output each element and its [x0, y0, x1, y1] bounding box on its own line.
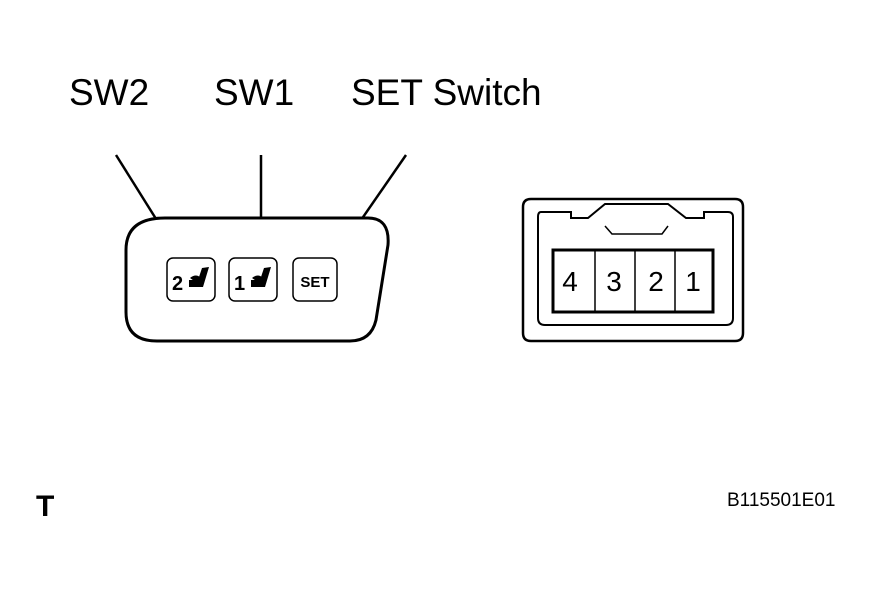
corner-mark: T	[36, 490, 55, 523]
connector-pin-2: 2	[648, 266, 664, 297]
connector-pin-4: 4	[562, 266, 578, 297]
connector: 4 3 2 1	[521, 197, 745, 343]
reference-code: B115501E01	[727, 490, 836, 511]
sw1-button-number: 1	[234, 273, 245, 295]
connector-terminal-block	[551, 248, 715, 314]
sw1-button: 1	[228, 257, 278, 302]
connector-inner-outline	[537, 203, 734, 326]
set-button-label: SET	[300, 274, 329, 291]
seat-icon	[189, 267, 209, 287]
set-button: SET	[292, 257, 338, 302]
seat-icon	[251, 267, 271, 287]
connector-lock-tab	[604, 225, 669, 235]
sw2-button: 2	[166, 257, 216, 302]
sw1-callout-label: SW1	[214, 72, 295, 113]
connector-pin-1: 1	[685, 266, 701, 297]
sw2-callout-label: SW2	[69, 72, 150, 113]
connector-pin-3: 3	[606, 266, 622, 297]
sw2-button-number: 2	[172, 273, 183, 295]
set-switch-callout-label: SET Switch	[351, 72, 542, 113]
